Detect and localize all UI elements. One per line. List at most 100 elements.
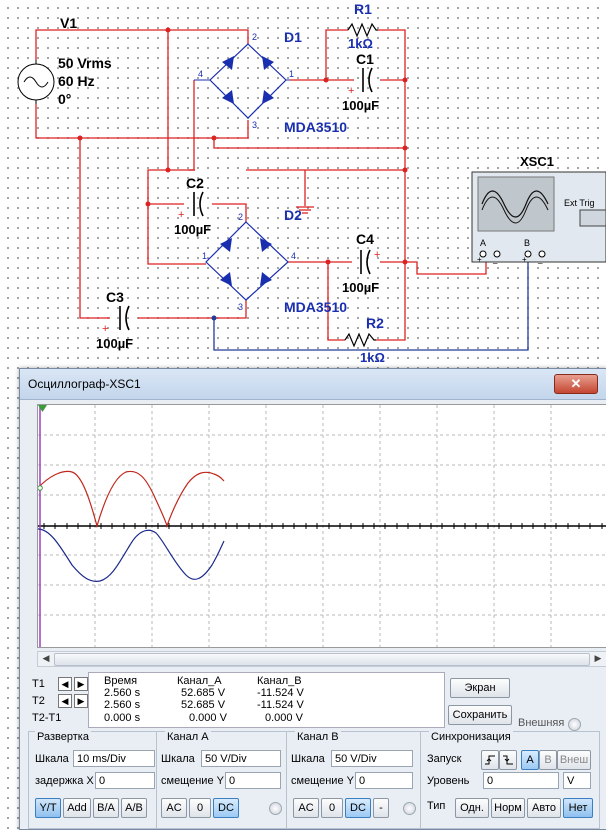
resistor-r1-icon[interactable] (347, 22, 378, 38)
bridge-rectifier-d1-icon[interactable] (194, 43, 290, 119)
external-radio[interactable] (568, 718, 581, 731)
waveform-display (37, 405, 606, 647)
v1-name: V1 (60, 15, 77, 31)
mode-ba-button[interactable]: B/A (93, 798, 119, 818)
center-axis-ticks (43, 523, 603, 529)
channel-a-dc-button[interactable]: DC (213, 798, 239, 818)
r1-value: 1kΩ (348, 36, 373, 51)
r2-name: R2 (366, 315, 384, 331)
rising-edge-icon[interactable] (481, 750, 499, 770)
c2-value: 100µF (174, 222, 211, 237)
scroll-left-icon[interactable]: ◀ (42, 653, 50, 663)
xsc1-plus-a: + (477, 255, 482, 264)
mode-ab-button[interactable]: A/B (121, 798, 147, 818)
c4-name: C4 (356, 231, 374, 247)
external-label: Внешняя (518, 717, 565, 729)
channel-b-ac-button[interactable]: AC (293, 798, 319, 818)
row2-channel-b: -11.524 V (257, 699, 304, 711)
close-button[interactable]: ✕ (554, 374, 598, 394)
mode-add-button[interactable]: Add (63, 798, 91, 818)
trigger-auto-button[interactable]: Авто (527, 798, 561, 818)
oscilloscope-screen[interactable] (37, 404, 606, 648)
channel-b-scale-field[interactable]: 50 V/Div (331, 750, 413, 767)
trigger-single-button[interactable]: Одн. (455, 798, 489, 818)
c1-value: 100µF (342, 98, 379, 113)
trigger-none-button[interactable]: Нет (563, 798, 593, 818)
channel-b-trace (37, 528, 225, 582)
channel-a-offset-label: смещение Y (161, 775, 224, 787)
capacitor-c3-icon[interactable] (119, 305, 130, 331)
resistor-r2-icon[interactable] (344, 332, 376, 348)
channel-b-invert-button[interactable]: - (373, 798, 389, 818)
trigger-point-icon (37, 485, 43, 491)
trigger-group: Синхронизация Запуск A B Внеш Уровень 0 … (420, 731, 600, 829)
t2-left-arrow-icon[interactable]: ◀ (57, 694, 72, 708)
t1-left-arrow-icon[interactable]: ◀ (57, 677, 72, 691)
channel-a-scale-field[interactable]: 50 V/Div (201, 750, 281, 767)
channel-a-group: Канал A Шкала 50 V/Div смещение Y 0 AC 0… (156, 731, 288, 829)
header-channel-a: Канал_A (177, 675, 222, 687)
d2-model: MDA3510 (284, 299, 347, 315)
v1-phase: 0° (58, 91, 71, 107)
channel-a-offset-field[interactable]: 0 (225, 772, 281, 789)
channel-a-ac-button[interactable]: AC (161, 798, 187, 818)
capacitor-c4-icon[interactable] (360, 249, 371, 275)
trigger-title: Синхронизация (429, 731, 513, 743)
timebase-scale-field[interactable]: 10 ms/Div (73, 750, 155, 767)
header-channel-b: Канал_B (257, 675, 302, 687)
c2-plus: + (178, 209, 184, 221)
trigger-level-field[interactable]: 0 (483, 772, 559, 789)
channel-b-dc-button[interactable]: DC (345, 798, 371, 818)
channel-a-title: Канал A (165, 731, 211, 743)
trigger-source-b-button[interactable]: B (539, 750, 557, 770)
channel-a-trace (37, 470, 225, 529)
channel-b-group: Канал B Шкала 50 V/Div смещение Y 0 AC 0… (286, 731, 422, 829)
t2t1-label: T2-T1 (32, 712, 62, 724)
trigger-source-ext-button[interactable]: Внеш (557, 750, 591, 770)
oscilloscope-xsc1-icon[interactable] (471, 171, 606, 263)
oscilloscope-window[interactable]: Осциллограф-XSC1 ✕ (19, 368, 606, 830)
window-titlebar[interactable]: Осциллограф-XSC1 ✕ (20, 369, 606, 400)
ac-source-icon[interactable] (17, 60, 55, 104)
cursor-t1-marker-icon[interactable] (38, 405, 47, 412)
timebase-delay-field[interactable]: 0 (95, 772, 155, 789)
trigger-level-label: Уровень (427, 775, 470, 787)
timebase-delay-label: задержка X (35, 775, 94, 787)
mode-yt-button[interactable]: Y/T (35, 798, 61, 818)
d2-name: D2 (284, 207, 302, 223)
horizontal-scrollbar[interactable]: ◀ ▶ (37, 651, 606, 667)
trigger-normal-button[interactable]: Норм (491, 798, 525, 818)
capacitor-c1-icon[interactable] (362, 67, 373, 93)
row2-time: 2.560 s (104, 699, 141, 711)
t1-right-arrow-icon[interactable]: ▶ (73, 677, 88, 691)
xsc1-ext-trig: Ext Trig (564, 198, 595, 208)
d1-pin1: 1 (289, 69, 294, 79)
d1-pin4: 4 (198, 69, 203, 79)
c1-name: C1 (356, 51, 374, 67)
screen-button[interactable]: Экран (450, 678, 510, 698)
circuit-schematic: V1 50 Vrms 60 Hz 0° 2 4 1 3 D1 MDA3510 R… (17, 1, 606, 365)
falling-edge-icon[interactable] (499, 750, 517, 770)
t2-right-arrow-icon[interactable]: ▶ (73, 694, 88, 708)
xsc1-name: XSC1 (520, 154, 554, 169)
c3-name: C3 (106, 289, 124, 305)
scroll-right-icon[interactable]: ▶ (594, 653, 602, 663)
scrollbar-thumb[interactable] (54, 653, 590, 666)
c1-plus: + (348, 85, 354, 97)
channel-a-radio[interactable] (269, 802, 282, 815)
trigger-source-a-button[interactable]: A (521, 750, 539, 770)
channel-a-zero-button[interactable]: 0 (189, 798, 211, 818)
row3-channel-a: 0.000 V (189, 712, 227, 724)
channel-b-scale-label: Шкала (291, 753, 325, 765)
trigger-level-unit[interactable]: V (563, 772, 591, 789)
channel-b-offset-field[interactable]: 0 (355, 772, 413, 789)
t2-label: T2 (32, 694, 45, 707)
r2-value: 1kΩ (360, 350, 385, 365)
capacitor-c2-icon[interactable] (193, 191, 204, 217)
channel-b-zero-button[interactable]: 0 (321, 798, 343, 818)
save-button[interactable]: Сохранить (448, 705, 512, 725)
bridge-rectifier-d2-icon[interactable] (205, 221, 289, 301)
xsc1-channel-a: A (480, 238, 486, 248)
trigger-type-label: Тип (427, 800, 446, 812)
channel-b-radio[interactable] (403, 802, 416, 815)
